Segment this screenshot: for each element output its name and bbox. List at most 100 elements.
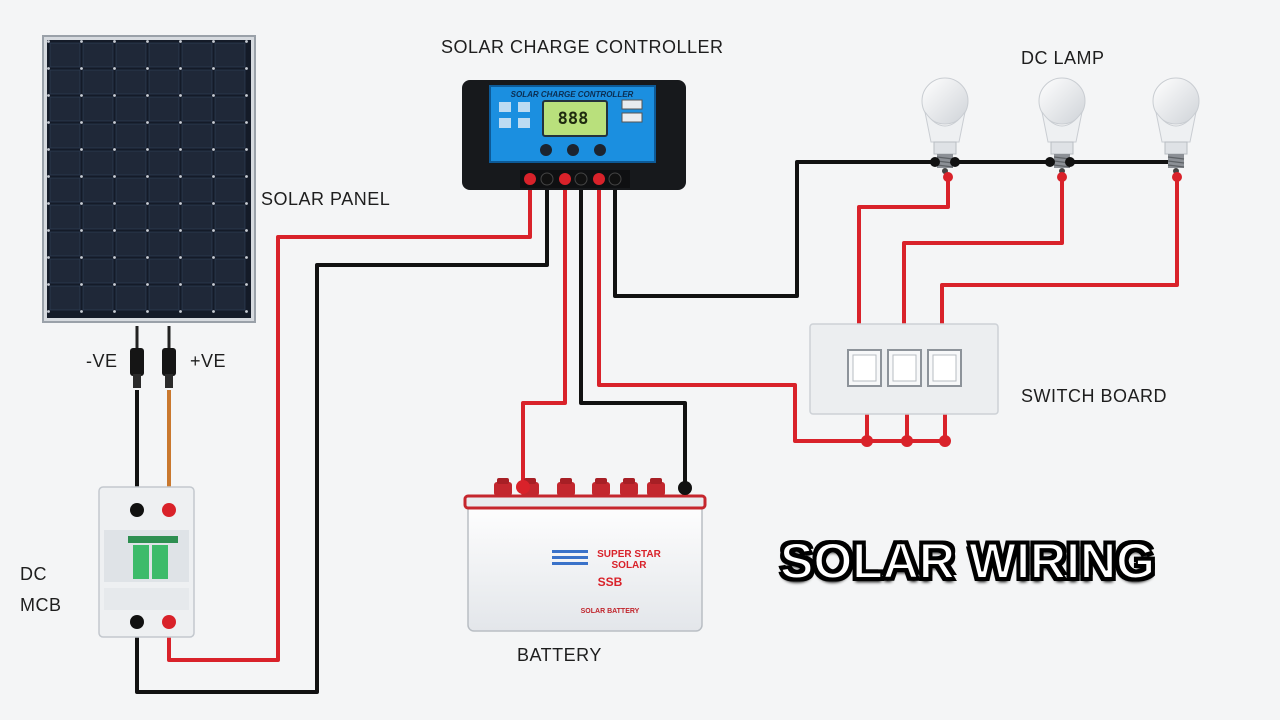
panel-cell-joint xyxy=(113,310,116,313)
panel-cell-joint xyxy=(212,148,215,151)
panel-cell xyxy=(148,69,180,95)
label-mcb: MCB xyxy=(20,595,62,615)
label-switch-board: SWITCH BOARD xyxy=(1021,386,1168,406)
panel-cell-joint xyxy=(47,94,50,97)
panel-cell-joint xyxy=(80,229,83,232)
panel-cell-joint xyxy=(113,148,116,151)
panel-cell xyxy=(115,177,147,203)
panel-cell-joint xyxy=(146,40,149,43)
panel-cell xyxy=(82,150,114,176)
panel-cell xyxy=(148,177,180,203)
panel-cell-joint xyxy=(146,229,149,232)
panel-cell xyxy=(49,150,81,176)
panel-cell xyxy=(49,258,81,284)
lamp-bulb-2 xyxy=(1038,77,1086,174)
controller-face-header: SOLAR CHARGE CONTROLLER xyxy=(511,90,634,99)
panel-cell-joint xyxy=(113,202,116,205)
panel-cell xyxy=(148,150,180,176)
lamp-bulb-3 xyxy=(1152,77,1200,174)
switch-1[interactable] xyxy=(847,349,882,387)
panel-cell-joint xyxy=(47,40,50,43)
panel-cell xyxy=(82,177,114,203)
label-solar-panel: SOLAR PANEL xyxy=(261,189,391,209)
panel-cell xyxy=(148,123,180,149)
panel-cell-joint xyxy=(245,67,248,70)
battery-brand-line2: SOLAR xyxy=(612,560,648,571)
panel-cell xyxy=(181,285,213,311)
panel-cell-joint xyxy=(179,310,182,313)
panel-cell-joint xyxy=(47,202,50,205)
lamp-neg-junction-1 xyxy=(930,157,940,167)
panel-cell xyxy=(148,204,180,230)
panel-cell xyxy=(115,150,147,176)
panel-cell-joint xyxy=(245,202,248,205)
label-dc: DC xyxy=(20,564,47,584)
battery-vent-cap xyxy=(620,482,638,496)
solar-panel xyxy=(42,35,256,323)
battery-tagline: SOLAR BATTERY xyxy=(581,608,640,615)
battery-vent-cap xyxy=(647,482,665,496)
battery-terminal-pos xyxy=(516,480,530,494)
panel-cell xyxy=(181,204,213,230)
dc-lamps xyxy=(921,77,1200,182)
label-negative: -VE xyxy=(86,351,118,371)
battery-vent-cap-top xyxy=(560,478,572,484)
wire-controller-load-pos xyxy=(597,180,945,443)
panel-cell xyxy=(214,285,246,311)
switch-3[interactable] xyxy=(927,349,962,387)
battery-model: SSB xyxy=(598,575,623,589)
panel-cell-joint xyxy=(146,121,149,124)
mcb-terminal-top-pos xyxy=(162,503,176,517)
panel-cell-joint xyxy=(179,175,182,178)
panel-cell-joint xyxy=(245,121,248,124)
panel-cell-joint xyxy=(47,175,50,178)
panel-cell-joint xyxy=(146,94,149,97)
switch-board xyxy=(809,323,999,447)
panel-cell-joint xyxy=(80,175,83,178)
panel-cell-joint xyxy=(80,283,83,286)
panel-cell xyxy=(214,150,246,176)
panel-cell-joint xyxy=(179,256,182,259)
panel-cell-joint xyxy=(245,148,248,151)
panel-cell-joint xyxy=(179,283,182,286)
panel-cell-joint xyxy=(80,40,83,43)
panel-cell-joint xyxy=(47,283,50,286)
panel-cell xyxy=(214,177,246,203)
panel-connector-positive xyxy=(162,326,176,388)
panel-cell-joint xyxy=(146,283,149,286)
panel-cell-joint xyxy=(146,148,149,151)
panel-cell xyxy=(82,285,114,311)
panel-cell-joint xyxy=(80,94,83,97)
wire-controller-to-battery-neg xyxy=(579,180,687,488)
panel-cell-joint xyxy=(146,202,149,205)
panel-connector-negative xyxy=(130,326,144,388)
panel-cell-joint xyxy=(245,175,248,178)
panel-cell-joint xyxy=(179,229,182,232)
panel-cell xyxy=(214,42,246,68)
wire-controller-to-battery-pos xyxy=(521,180,567,487)
battery-logo-stripes xyxy=(552,550,588,565)
panel-cell-joint xyxy=(212,256,215,259)
panel-cell xyxy=(82,96,114,122)
lamp-neg-junction-3 xyxy=(1065,157,1075,167)
panel-cell-joint xyxy=(47,310,50,313)
battery-vent-cap xyxy=(557,482,575,496)
panel-cell-joint xyxy=(179,121,182,124)
controller-display: 888 xyxy=(558,109,589,129)
panel-cell xyxy=(115,42,147,68)
lamp-pos-terminal-1 xyxy=(943,172,953,182)
panel-cell xyxy=(148,231,180,257)
panel-cell xyxy=(148,96,180,122)
controller-terminal-pv-neg xyxy=(540,172,554,186)
panel-cell-joint xyxy=(212,310,215,313)
panel-cell-joint xyxy=(113,121,116,124)
battery-vent-cap xyxy=(592,482,610,496)
panel-cell-joint xyxy=(245,256,248,259)
panel-cell-joint xyxy=(212,283,215,286)
panel-cell xyxy=(49,123,81,149)
panel-cell-joint xyxy=(113,256,116,259)
battery: SUPER STAR SOLAR SSB SOLAR BATTERY xyxy=(463,478,707,632)
panel-cell xyxy=(181,258,213,284)
switch-2[interactable] xyxy=(887,349,922,387)
panel-cell-joint xyxy=(146,175,149,178)
